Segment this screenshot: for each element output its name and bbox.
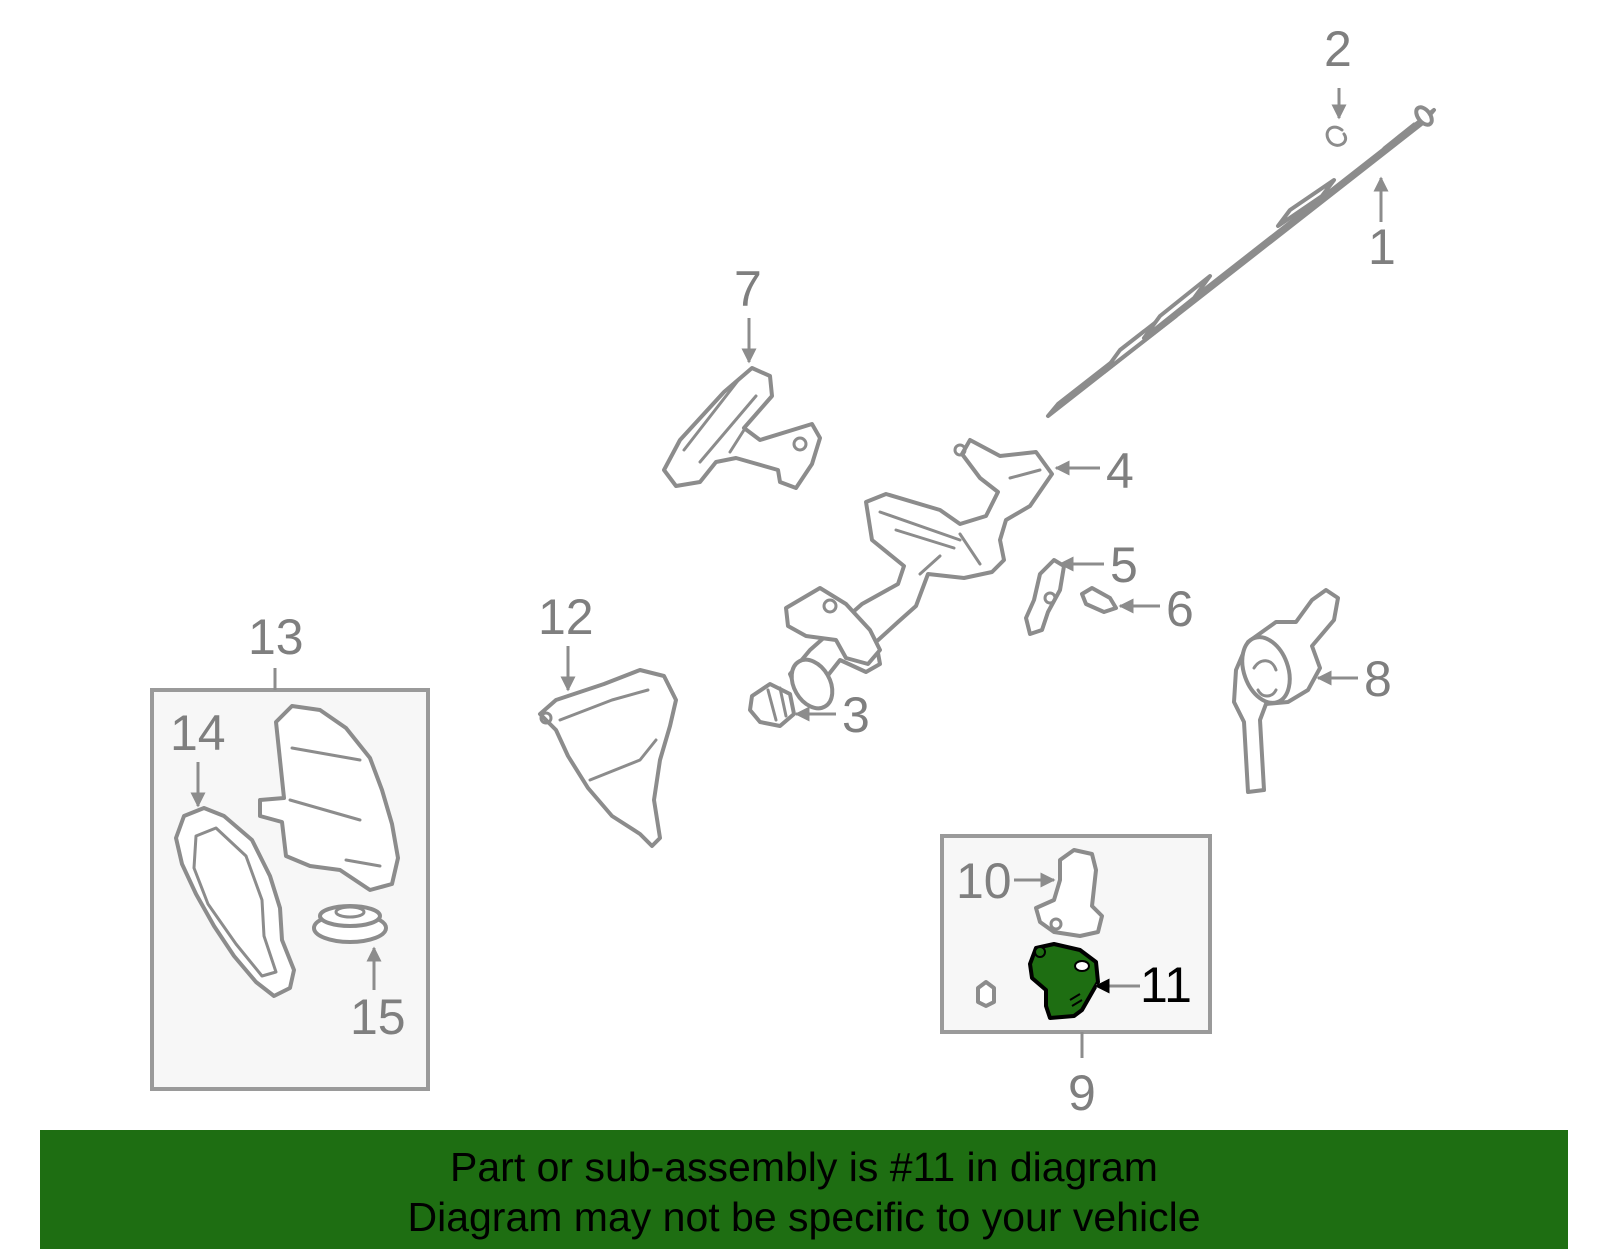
banner-line-1: Part or sub-assembly is #11 in diagram	[450, 1144, 1158, 1190]
callout-labels: 1 2 3 4 5 6 7 8 9 10 11 12 13 14 15	[170, 21, 1396, 1121]
part-6-bolt	[1080, 586, 1118, 614]
part-3-nut	[748, 682, 796, 728]
part-15-grommet	[312, 904, 388, 944]
callout-2: 2	[1324, 21, 1352, 77]
part-12-cover	[538, 668, 678, 848]
callout-5: 5	[1110, 537, 1138, 593]
part-7-bracket	[662, 366, 822, 490]
callout-1: 1	[1368, 219, 1396, 275]
callout-3: 3	[842, 687, 870, 743]
part-2-clip	[1325, 125, 1347, 147]
part-8-intermediate-shaft	[1232, 588, 1340, 794]
leader-arrows	[190, 88, 1389, 994]
banner-line-2: Diagram may not be specific to your vehi…	[407, 1194, 1201, 1240]
callout-15: 15	[350, 989, 406, 1045]
callout-6: 6	[1166, 581, 1194, 637]
callout-9: 9	[1068, 1065, 1096, 1121]
info-banner: Part or sub-assembly is #11 in diagram D…	[40, 1130, 1568, 1249]
callout-11: 11	[1140, 957, 1192, 1013]
part-1-steering-shaft	[1046, 105, 1436, 418]
part-11-highlighted	[1028, 942, 1100, 1020]
part-14-gasket	[174, 806, 296, 998]
part-10-upper-housing	[1034, 848, 1104, 938]
part-9-bolt	[976, 980, 996, 1008]
callout-7: 7	[734, 261, 762, 317]
part-4-steering-column	[784, 438, 1054, 711]
callout-13: 13	[248, 609, 304, 665]
callout-12: 12	[538, 589, 594, 645]
callout-8: 8	[1364, 651, 1392, 707]
part-5-bracket	[1024, 558, 1066, 636]
part-13-boot	[258, 704, 400, 892]
callout-14: 14	[170, 705, 226, 761]
callout-10: 10	[956, 853, 1012, 909]
callout-4: 4	[1106, 443, 1134, 499]
